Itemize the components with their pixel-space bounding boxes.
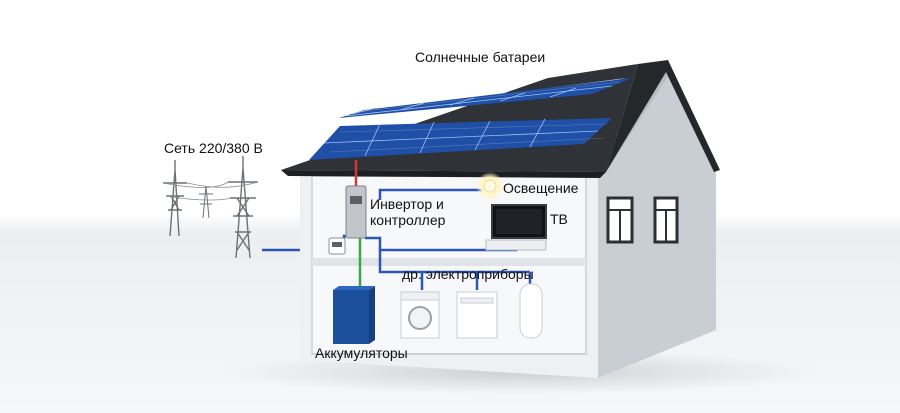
appliance-icon [456,291,498,339]
meter-icon [328,237,346,255]
label-tv: ТВ [550,211,568,227]
solar-panels [309,78,632,160]
label-grid: Сеть 220/380 В [164,140,263,156]
transmission-tower-icon [199,185,213,219]
window-icon [653,196,679,244]
tv-icon [485,204,547,251]
water-heater-icon [519,283,543,339]
inverter-icon [345,185,367,239]
label-inverter: Инвертор и контроллер [370,196,446,228]
window-icon [606,196,634,244]
transmission-tower-icon [162,156,259,259]
label-solar-panels: Солнечные батареи [415,49,546,65]
light-bulb-icon [476,172,504,200]
label-lighting: Освещение [503,180,579,196]
battery-icon [333,286,375,344]
label-batteries: Аккумуляторы [315,345,408,361]
washing-machine-icon [400,291,440,339]
floor-slab [312,258,586,266]
label-appliances: др. электроприборы [402,266,534,282]
